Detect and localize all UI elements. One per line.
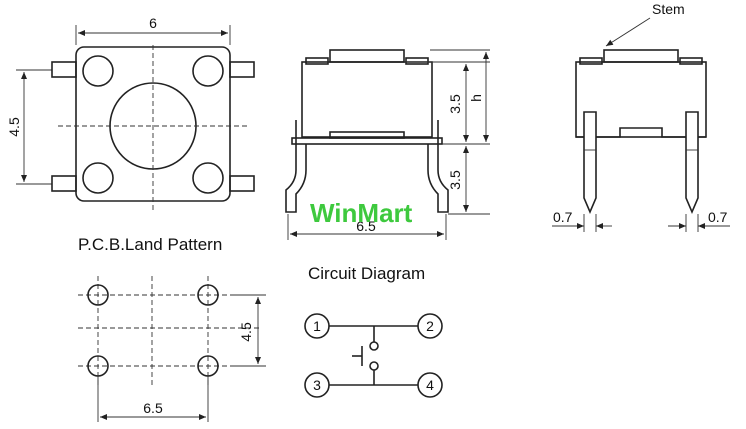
circuit-title: Circuit Diagram	[308, 264, 425, 283]
pcb-height-label: 4.5	[238, 322, 254, 342]
circuit-pin-4-label: 4	[426, 377, 434, 393]
front-pin-left	[583, 111, 597, 215]
side-width-label: 6.5	[356, 218, 376, 234]
stem-leader	[605, 17, 651, 47]
top-tab-bl	[51, 175, 77, 192]
front-pin-left-label: 0.7	[553, 209, 573, 225]
pcb-title: P.C.B.Land Pattern	[78, 235, 222, 254]
side-height-top-label: 3.5	[447, 94, 463, 114]
pcb-pad-tl	[87, 284, 109, 306]
circuit-diagram: Circuit Diagram 1 2 3 4	[304, 264, 443, 398]
pcb-land-pattern: P.C.B.Land Pattern 4.5 6.5	[78, 235, 266, 422]
top-post-tr	[192, 55, 224, 87]
front-post-right	[679, 57, 703, 65]
front-body	[575, 61, 707, 138]
side-leg-right	[427, 120, 449, 213]
front-pin-right	[685, 111, 699, 215]
side-view: 3.5 h 3.5 6.5 WinMart	[285, 49, 490, 240]
side-height-bottom-label: 3.5	[447, 170, 463, 190]
circuit-contact-top	[369, 341, 379, 351]
front-pin-right-label: 0.7	[708, 209, 728, 225]
side-body	[301, 61, 433, 138]
side-actuator	[329, 49, 405, 63]
top-tab-tl	[51, 61, 77, 78]
front-post-left	[579, 57, 603, 65]
circuit-pin-1-label: 1	[313, 318, 321, 334]
front-view: Stem 0.7 0.7	[552, 1, 730, 232]
top-width-label: 6	[149, 15, 157, 31]
top-view: 6 4.5	[6, 15, 255, 212]
side-post-left	[305, 57, 329, 65]
top-tab-tr	[229, 61, 255, 78]
top-post-br	[192, 162, 224, 194]
circuit-pin-2-label: 2	[426, 318, 434, 334]
side-base	[291, 137, 443, 145]
top-post-tl	[82, 55, 114, 87]
side-height-h-label: h	[468, 94, 484, 102]
watermark-logo: WinMart	[310, 198, 413, 228]
front-base-notch	[576, 127, 706, 138]
top-tab-br	[229, 175, 255, 192]
pcb-pad-tr	[197, 284, 219, 306]
circuit-contact-bottom	[369, 361, 379, 371]
side-post-right	[405, 57, 429, 65]
front-actuator	[603, 49, 679, 63]
pcb-width-label: 6.5	[143, 400, 163, 416]
stem-label: Stem	[652, 1, 685, 17]
circuit-pin-3-label: 3	[313, 377, 321, 393]
top-post-bl	[82, 162, 114, 194]
top-height-label: 4.5	[6, 117, 22, 137]
side-leg-left	[285, 120, 307, 213]
